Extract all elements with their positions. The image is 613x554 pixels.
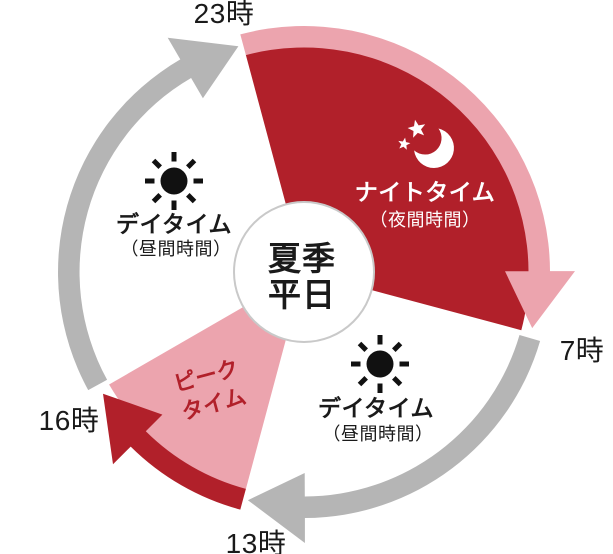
night-segment-sublabel: （夜間時間） <box>369 210 481 230</box>
night-segment-label: ナイトタイム <box>354 179 496 205</box>
center-label: 夏季 平日 <box>268 241 336 313</box>
night-direction-arrow <box>240 26 576 329</box>
peak-direction-arrow <box>103 393 246 510</box>
time-label-23: 23時 <box>193 0 255 29</box>
center-circle <box>233 201 375 343</box>
day-evening-direction-arrow <box>58 37 239 391</box>
star-icon <box>407 119 426 138</box>
time-label-16: 16時 <box>38 405 100 436</box>
day-morning-segment-label: デイタイム <box>317 395 435 421</box>
day-evening-segment-label: デイタイム <box>115 211 233 237</box>
day-evening-segment-sublabel: （昼間時間） <box>120 239 232 259</box>
center-label-line2: 平日 <box>268 276 336 313</box>
moon-stars-icon <box>398 119 454 168</box>
center-label-line1: 夏季 <box>268 240 336 277</box>
crescent-moon-shape <box>414 128 454 168</box>
time-label-13: 13時 <box>225 528 287 554</box>
sun-icon <box>351 335 409 393</box>
day-morning-direction-arrow <box>247 335 541 543</box>
time-label-7: 7時 <box>559 335 605 366</box>
star-icon <box>398 137 411 150</box>
peak-wedge <box>109 272 304 490</box>
sun-icon <box>145 152 203 210</box>
day-morning-segment-sublabel: （昼間時間） <box>322 424 434 444</box>
